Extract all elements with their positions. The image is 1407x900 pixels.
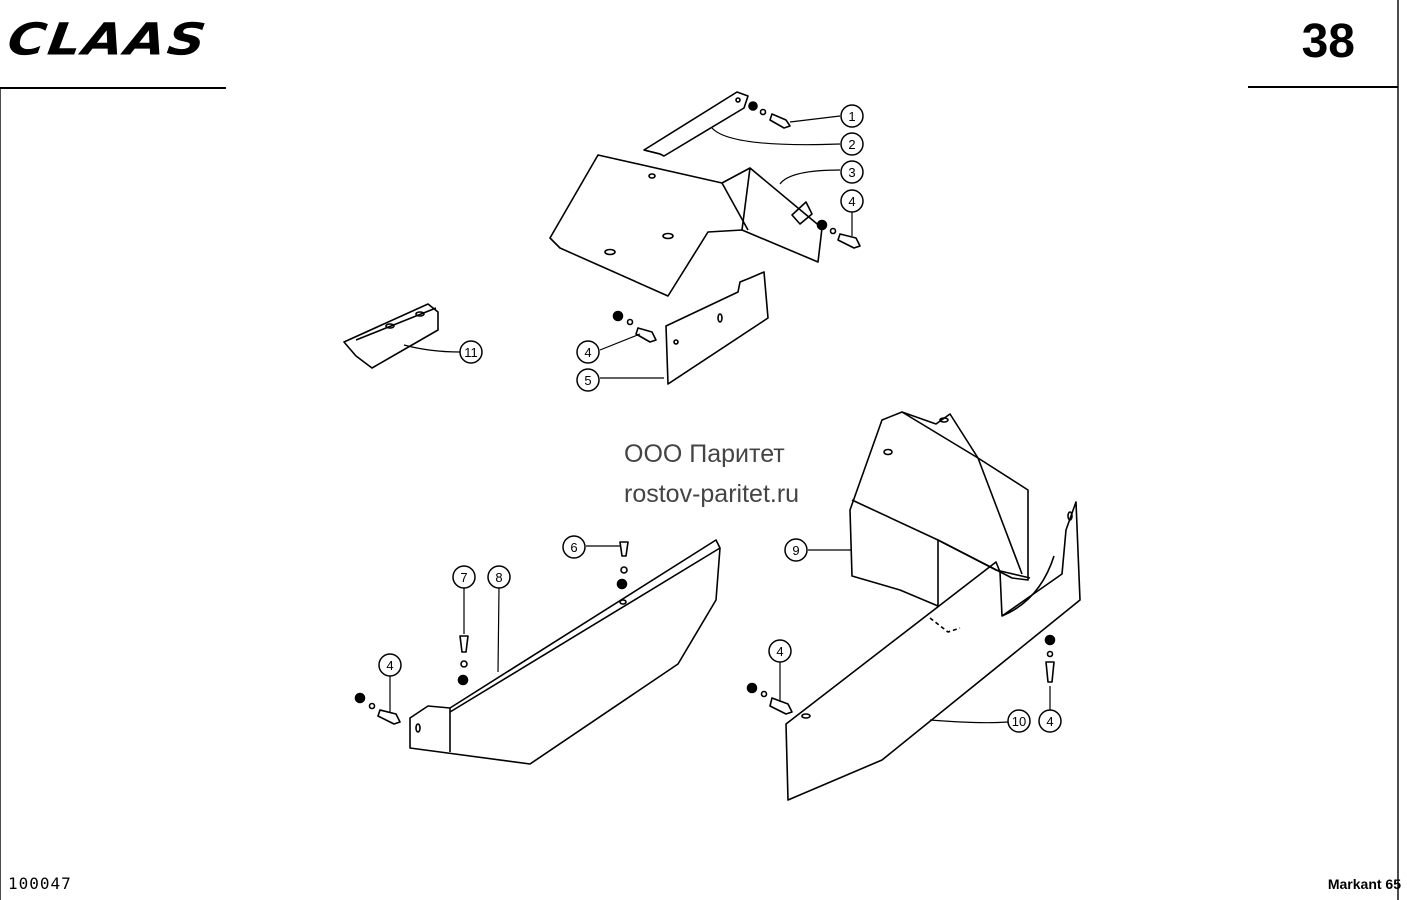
part-5-plate: [665, 271, 769, 385]
model-name: Markant 65: [1327, 876, 1401, 892]
callout-4c: 4: [386, 658, 393, 673]
watermark-site: rostov-paritet.ru: [624, 480, 800, 508]
callout-10: 10: [1012, 714, 1026, 729]
part-7-bolt: [457, 635, 469, 686]
callout-4b: 4: [584, 345, 591, 360]
part-10-side-guard: [785, 501, 1081, 801]
part-11-angle: [343, 303, 439, 369]
callout-5: 5: [584, 373, 591, 388]
callout-1: 1: [848, 109, 855, 124]
part-4-bolt-middle: [612, 310, 657, 343]
part-4-bolt-left: [354, 692, 401, 725]
drawing-number: 100047: [8, 874, 72, 893]
part-9-housing: [849, 411, 1031, 633]
part-3-cover: [549, 154, 823, 297]
leader-lines: [389, 115, 1051, 724]
callout-4d: 4: [776, 644, 783, 659]
part-4-bolt-upper: [816, 219, 861, 249]
part-8-guard: [409, 539, 721, 765]
callout-9: 9: [792, 543, 799, 558]
callout-7: 7: [460, 570, 467, 585]
part-1-bolt: [748, 101, 791, 129]
part-2-strap: [643, 91, 749, 157]
callout-3: 3: [848, 165, 855, 180]
part-4-bolt-right-b: [1044, 634, 1056, 683]
watermark-company: ООО Паритет: [624, 440, 785, 468]
callout-8: 8: [495, 570, 502, 585]
callout-4e: 4: [1046, 714, 1053, 729]
page-number: 38: [1301, 15, 1355, 68]
part-4-bolt-right-a: [746, 682, 793, 715]
callout-11: 11: [464, 345, 478, 360]
callout-labels: 1 2 3 4 4 5 4 6 7 8 9 4 10 4 11: [386, 109, 1053, 729]
callout-6: 6: [570, 540, 577, 555]
part-6-bolt: [616, 541, 629, 590]
callout-4a: 4: [848, 194, 855, 209]
callout-2: 2: [848, 137, 855, 152]
callout-circles: [378, 104, 1062, 733]
